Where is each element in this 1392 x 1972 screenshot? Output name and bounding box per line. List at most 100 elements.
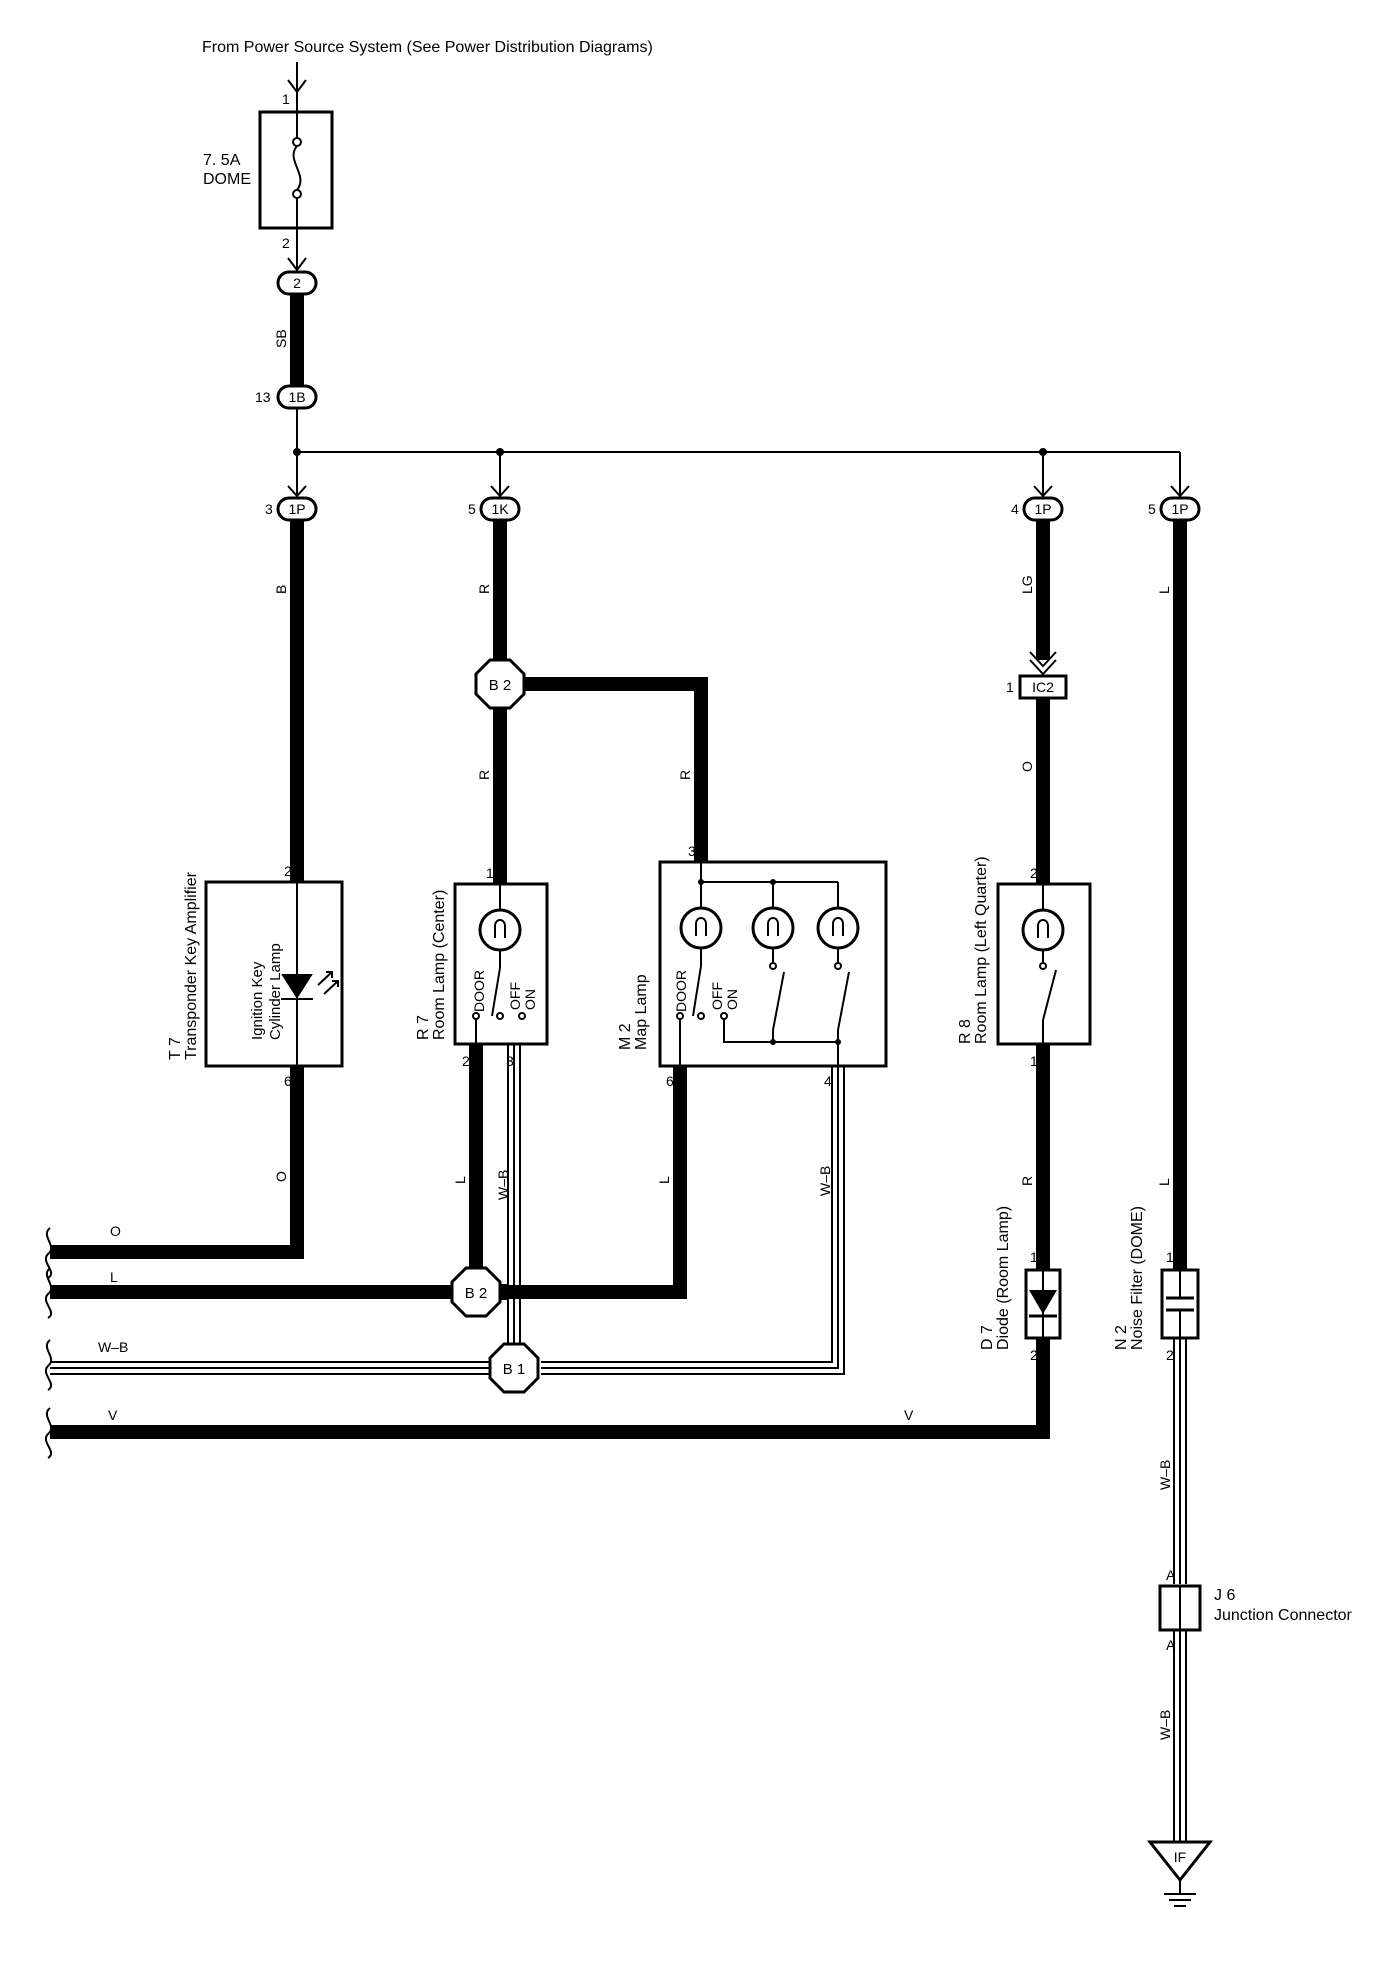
wire-o [50, 1066, 304, 1259]
wire-o-2-label: O [1019, 761, 1035, 772]
fuse-element-icon [292, 112, 302, 228]
component-j6: A A J 6 Junction Connector [1158, 1567, 1353, 1653]
fuse-rating: 7. 5A [203, 152, 241, 169]
switch-contact-icon [720, 1012, 728, 1020]
wire-o-left-label: O [110, 1223, 121, 1239]
t7-pin-top: 2 [284, 863, 292, 879]
switch-blade-icon [692, 965, 702, 1017]
continuation-bracket-icon [45, 1227, 53, 1279]
arrow-icon [1033, 485, 1053, 498]
t7-box [204, 880, 344, 1068]
fuse-terminal-icon [292, 137, 302, 147]
splice-b2-top [474, 658, 526, 710]
wire-l-2-label: L [1156, 1178, 1172, 1186]
wire-wb-5-label: W–B [1157, 1710, 1173, 1740]
wire-l-3-label: L [656, 1176, 672, 1184]
wire-o-label: O [273, 1171, 289, 1182]
d7-pin-top: 1 [1030, 1249, 1038, 1265]
wire-wb-2-label: W–B [817, 1166, 833, 1196]
connector-1p-b-pin: 4 [1011, 501, 1019, 517]
wire-wb-2c [541, 1066, 845, 1375]
m2-sw-door: DOOR [673, 970, 689, 1012]
r8-name: Room Lamp (Left Quarter) [973, 856, 990, 1044]
n2-pin-top: 1 [1166, 1249, 1174, 1265]
fuse-dome: 7. 5A DOME [203, 110, 334, 230]
connector-1k-pin: 5 [468, 501, 476, 517]
r7-code: R 7 [415, 1015, 432, 1040]
wire-v-label-left: V [108, 1407, 118, 1423]
splice-b2-top-label: B 2 [489, 677, 512, 694]
connector-ic2-label: IC2 [1032, 679, 1054, 695]
m2-pin-bl: 6 [666, 1073, 674, 1089]
r7-sw-door: DOOR [471, 970, 487, 1012]
lamp-filament-icon [1037, 919, 1049, 938]
wire-l-4-label: L [1156, 586, 1172, 594]
m2-sw-on: ON [724, 989, 740, 1010]
wire-lg-label: LG [1019, 575, 1035, 594]
lamp-filament-icon [832, 917, 844, 936]
r7-pin-br: 3 [506, 1053, 514, 1069]
m2-pin-top: 3 [688, 843, 696, 859]
splice-b2-bottom [450, 1266, 502, 1318]
wire-r-1-label: R [476, 584, 492, 594]
connector-1b-label: 1B [288, 389, 305, 405]
fuse-terminal-icon [292, 189, 302, 199]
ground-if-label: IF [1174, 1849, 1186, 1865]
connector-1p-a-label: 1P [288, 501, 305, 517]
component-n2: 1 2 N 2 Noise Filter (DOME) [1113, 1206, 1200, 1363]
lamp-filament-icon [767, 917, 779, 936]
t7-pin-bottom: 6 [284, 1073, 292, 1089]
splice-b1-label: B 1 [503, 1361, 526, 1378]
t7-code: T 7 [167, 1037, 184, 1060]
component-d7: 1 2 D 7 Diode (Room Lamp) [979, 1206, 1062, 1363]
power-input-arrow-icon [287, 79, 307, 94]
lamp-filament-icon [494, 919, 506, 938]
light-rays-icon [317, 971, 339, 995]
connector-1p-a-pin: 3 [265, 501, 273, 517]
arrow-icon [287, 485, 307, 498]
r8-pin-top: 2 [1030, 865, 1038, 881]
r8-code: R 8 [957, 1019, 974, 1044]
n2-code: N 2 [1113, 1325, 1130, 1350]
ground-if: IF [1146, 1840, 1214, 1907]
continuation-bracket-icon [45, 1267, 53, 1319]
connector-2-label: 2 [293, 275, 301, 291]
continuation-bracket-icon [45, 1339, 53, 1391]
m2-name: Map Lamp [633, 974, 650, 1050]
switch-blade-icon [772, 971, 785, 1031]
wire-sb-label: SB [273, 329, 289, 348]
wire-r-3-label: R [677, 770, 693, 780]
lamp-icon [751, 906, 795, 950]
j6-name: Junction Connector [1214, 1607, 1353, 1624]
wire-r-4-label: R [1019, 1176, 1035, 1186]
diode-icon [1029, 1290, 1057, 1314]
arrow-icon [287, 257, 307, 272]
continuation-bracket-icon [45, 1407, 53, 1459]
header-text: From Power Source System (See Power Dist… [202, 39, 653, 56]
j6-pin-bottom: A [1166, 1637, 1176, 1653]
wire-l-1-label: L [452, 1176, 468, 1184]
m2-sw-off: OFF [709, 982, 725, 1010]
switch-blade-icon [491, 967, 501, 1017]
component-r7: 1 2 3 DOOR OFF ON R 7 Room Lamp (Center) [415, 865, 549, 1069]
wire-wb-1-label: W–B [495, 1170, 511, 1200]
lamp-filament-icon [695, 917, 707, 936]
switch-contact-icon [496, 1012, 504, 1020]
d7-name: Diode (Room Lamp) [995, 1206, 1012, 1350]
component-m2: 3 6 4 DOOR OFF [617, 843, 888, 1089]
m2-internal-line [723, 1019, 838, 1043]
r7-name: Room Lamp (Center) [431, 890, 448, 1040]
r8-pin-bottom: 1 [1030, 1053, 1038, 1069]
switch-contact-icon [697, 1012, 705, 1020]
fuse-pin-out: 2 [282, 235, 290, 251]
arrow-icon [1029, 651, 1057, 668]
connector-1p-b-label: 1P [1034, 501, 1051, 517]
lamp-icon [679, 906, 723, 950]
connector-ic2-pin: 1 [1006, 679, 1014, 695]
d7-code: D 7 [979, 1325, 996, 1350]
connector-1b-pin: 13 [255, 389, 271, 405]
switch-contact-icon [1039, 962, 1047, 970]
switch-contact-icon [834, 962, 842, 970]
switch-contact-icon [472, 1012, 480, 1020]
led-icon [281, 974, 313, 999]
